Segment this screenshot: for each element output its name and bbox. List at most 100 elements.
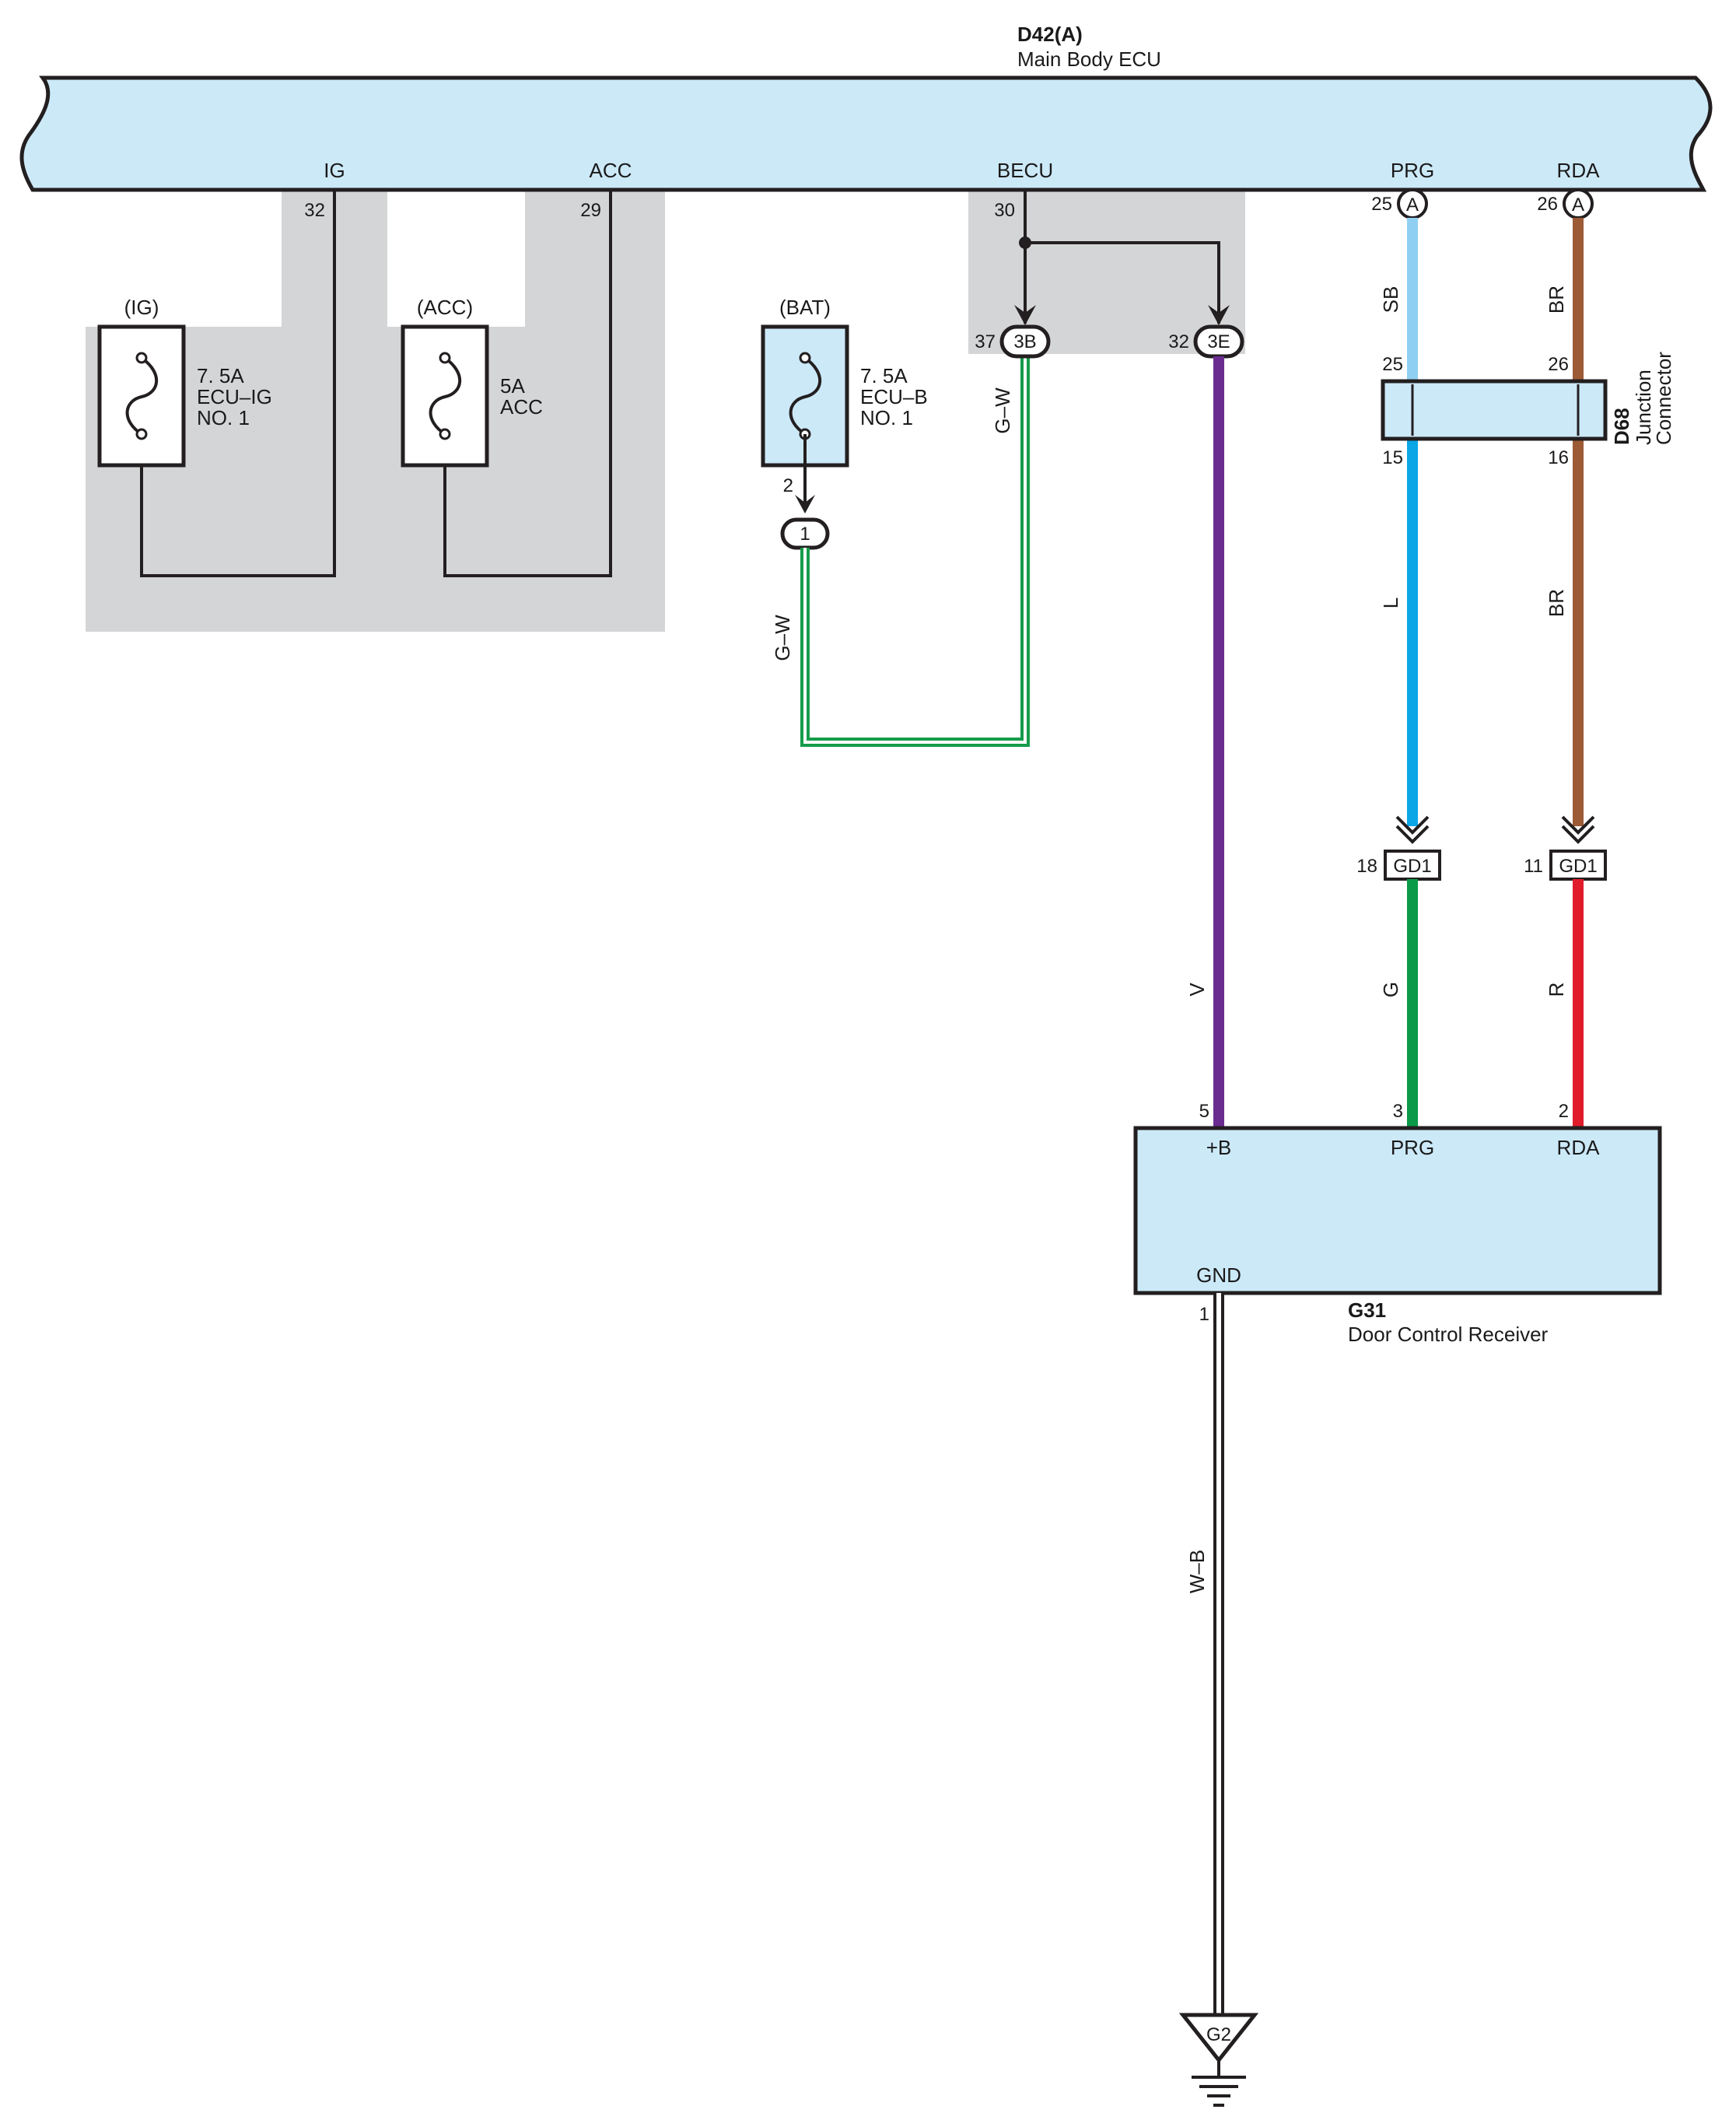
connector-a-rda-label: A	[1572, 194, 1584, 216]
receiver-box	[1133, 1126, 1662, 1295]
fuse-ig-node-bottom	[135, 428, 148, 440]
connector-3e-label: 3E	[1207, 331, 1230, 352]
pin-11: 11	[1524, 856, 1543, 877]
wire-gw-inner	[803, 356, 1027, 744]
ground-id: G2	[1206, 2024, 1231, 2045]
pin-becu: 30	[994, 200, 1015, 221]
receiver-pin-5: 5	[1199, 1101, 1209, 1122]
pin-acc: 29	[580, 200, 601, 221]
connector-gd1-prg	[1384, 850, 1441, 881]
receiver-pin-2: 2	[1559, 1101, 1569, 1122]
wire-ig	[140, 191, 336, 577]
ecu-terminal-acc: ACC	[590, 159, 632, 182]
arrow-3b	[1014, 305, 1036, 325]
arrow-bat	[795, 495, 815, 513]
becu-branch: 30 3B 37 3E 32	[975, 191, 1244, 359]
ecu-bar	[19, 75, 1713, 192]
arrow-3e	[1208, 305, 1230, 325]
rda-line: 26 A BR BR GD1 11 R	[1524, 188, 1607, 1128]
d68-pin-16: 16	[1548, 447, 1569, 468]
receiver-terminal-rda: RDA	[1557, 1136, 1601, 1159]
receiver-pin-3: 3	[1393, 1101, 1403, 1122]
ecu-terminal-ig: IG	[324, 159, 345, 182]
receiver-name: Door Control Receiver	[1348, 1323, 1549, 1346]
wire-label-g: G	[1379, 982, 1402, 997]
ecu-terminal-becu: BECU	[997, 159, 1053, 182]
wire-label-gw-2: G–W	[991, 387, 1014, 434]
connector-gd1-rda	[1549, 850, 1607, 881]
main-body-ecu: D42(A) Main Body ECU IG ACC BECU PRG RDA	[19, 23, 1713, 192]
wire-label-br-1: BR	[1545, 286, 1568, 314]
v-wire-group: V	[1185, 356, 1224, 1128]
wire-label-sb: SB	[1379, 286, 1402, 314]
door-control-receiver: 5 3 2 +B PRG RDA GND 1 G31 Door Control …	[1133, 1101, 1662, 1346]
pin-18: 18	[1356, 856, 1377, 877]
junction-bat-1-label: 1	[800, 524, 810, 545]
fuse-acc-rating: 5A	[500, 374, 525, 398]
arrow-gd1-prg-1	[1395, 815, 1430, 835]
connector-gd1-prg-label: GD1	[1393, 856, 1431, 877]
fuse-acc-node-top	[439, 352, 451, 364]
wire-label-br-2: BR	[1545, 589, 1568, 617]
wire-label-v: V	[1185, 983, 1209, 997]
receiver-pin-1: 1	[1199, 1304, 1209, 1325]
d68-pin-25: 25	[1382, 354, 1403, 375]
pin-bat: 2	[783, 475, 793, 496]
connector-3b	[999, 324, 1051, 359]
connector-gd1-rda-label: GD1	[1559, 856, 1597, 877]
fuse-bat-source: (BAT)	[779, 296, 831, 319]
acc-circuit: 29 (ACC) 5A ACC	[401, 191, 612, 577]
wire-label-gw-1: G–W	[771, 615, 794, 661]
ecu-terminal-prg: PRG	[1391, 159, 1434, 182]
becu-splice-node	[1019, 237, 1031, 249]
shaded-areas	[86, 191, 1245, 632]
pin-37: 37	[975, 331, 996, 352]
fuse-acc-source: (ACC)	[417, 296, 473, 319]
wire-label-r: R	[1545, 983, 1568, 997]
fuse-acc-node-bottom	[439, 428, 451, 440]
fuse-bat-symbol	[789, 356, 822, 436]
wire-acc	[443, 191, 612, 577]
pin-rda-ecu: 26	[1537, 194, 1558, 215]
fuse-ig-node-top	[135, 352, 148, 364]
pin-ig: 32	[304, 200, 325, 221]
fuse-bat-no: NO. 1	[860, 406, 913, 429]
junction-connector-d68: 25 26 15 16 D68 Junction Connector	[1381, 352, 1675, 468]
pin-prg-ecu: 25	[1371, 194, 1392, 215]
receiver-terminal-prg: PRG	[1391, 1136, 1434, 1159]
arrow-gd1-prg-2	[1395, 825, 1430, 844]
fuse-ig-symbol	[125, 356, 159, 436]
receiver-terminal-b: +B	[1206, 1136, 1232, 1159]
prg-line: 25 A SB L GD1 18 G	[1356, 188, 1441, 1128]
d68-name-1: Junction	[1632, 370, 1655, 445]
d68-pin-15: 15	[1382, 447, 1403, 468]
ground-circuit: W–B G2	[1178, 1293, 1259, 2107]
pin-32-3e: 32	[1168, 331, 1189, 352]
fuse-ig-source: (IG)	[124, 296, 159, 319]
wire-becu-branch	[1025, 241, 1220, 324]
fuse-ig-no: NO. 1	[197, 406, 250, 429]
receiver-id: G31	[1348, 1298, 1386, 1322]
ground-triangle	[1178, 2013, 1259, 2064]
receiver-terminal-gnd: GND	[1196, 1263, 1241, 1287]
ecu-name: Main Body ECU	[1017, 47, 1161, 71]
wire-label-l: L	[1379, 597, 1402, 608]
d68-pin-26: 26	[1548, 354, 1569, 375]
arrow-gd1-rda-1	[1561, 815, 1595, 835]
ecu-terminal-rda: RDA	[1557, 159, 1601, 182]
arrow-gd1-rda-2	[1561, 825, 1595, 844]
bat-circuit: (BAT) 7. 5A ECU–B NO. 1 2 1 G–W G–W	[761, 296, 1030, 747]
ecu-id: D42(A)	[1017, 23, 1083, 46]
fuse-ig-name: ECU–IG	[197, 385, 272, 408]
connector-3b-label: 3B	[1013, 331, 1036, 352]
d68-box	[1381, 379, 1608, 441]
fuse-ig-rating: 7. 5A	[197, 364, 244, 387]
fuse-bat-name: ECU–B	[860, 385, 928, 408]
fuse-acc-name: ACC	[500, 395, 543, 419]
wire-label-wb: W–B	[1185, 1550, 1209, 1593]
ig-acc-shade	[86, 191, 665, 632]
fuse-bat-rating: 7. 5A	[860, 364, 908, 387]
connector-a-prg-label: A	[1406, 194, 1419, 216]
d68-id: D68	[1610, 408, 1633, 445]
